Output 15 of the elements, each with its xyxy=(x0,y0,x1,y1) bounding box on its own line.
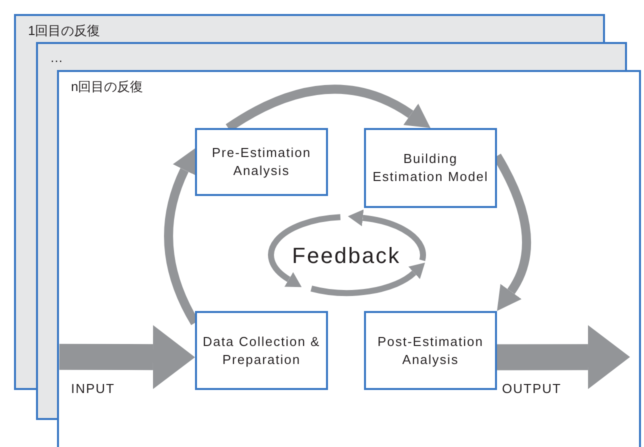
edge-label: OUTPUT xyxy=(501,381,562,396)
process-box: Data Collection & Preparation xyxy=(195,311,328,390)
iteration-panel xyxy=(14,14,605,42)
process-box: Post-Estimation Analysis xyxy=(364,311,497,390)
block-arrow xyxy=(59,325,195,390)
iteration-panel xyxy=(36,42,627,70)
panel-title: n回目の反復 xyxy=(71,78,144,96)
process-box: Building Estimation Model xyxy=(364,128,497,208)
process-box: Pre-Estimation Analysis xyxy=(195,128,328,196)
panel-title: 1回目の反復 xyxy=(28,22,100,40)
feedback-label: Feedback xyxy=(292,244,401,268)
edge-label: INPUT xyxy=(70,381,116,396)
block-arrow xyxy=(497,325,630,390)
iteration-panel xyxy=(57,70,641,447)
panel-title: … xyxy=(50,50,63,65)
